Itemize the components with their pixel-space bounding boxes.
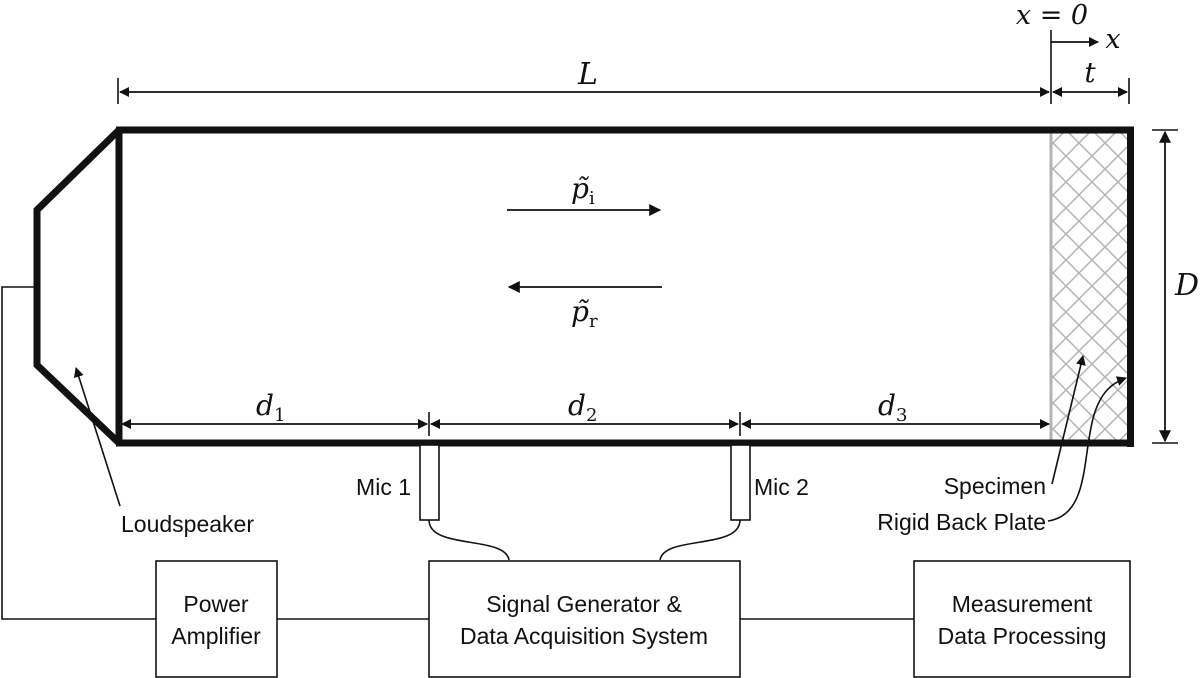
diameter-dimension: D: [1152, 129, 1199, 444]
svg-text:d3: d3: [878, 389, 907, 426]
d2-label: d: [568, 389, 586, 422]
back-plate-callout: Rigid Back Plate: [877, 376, 1127, 535]
diameter-label: D: [1174, 268, 1199, 303]
mic-2: Mic 2: [730, 444, 809, 521]
mic-1-label: Mic 1: [356, 474, 411, 500]
signal-generator-block: Signal Generator & Data Acquisition Syst…: [428, 560, 741, 678]
mic-2-label: Mic 2: [754, 474, 809, 500]
x-origin-label: x = 0: [1016, 0, 1088, 31]
x-axis-label: x: [1105, 24, 1120, 55]
reflected-subscript: r: [589, 311, 598, 332]
impedance-tube: [116, 126, 1134, 447]
svg-text:d2: d2: [568, 389, 597, 426]
microphone-spacing-dimensions: d1 d2 d3: [121, 389, 1050, 436]
svg-text:p̃r: p̃r: [571, 295, 598, 332]
power-amplifier-line-2: Amplifier: [171, 623, 261, 649]
power-amplifier-line-1: Power: [183, 591, 249, 617]
specimen-callout: Specimen: [944, 355, 1086, 499]
power-amplifier-block: Power Amplifier: [155, 560, 278, 678]
back-plate-label: Rigid Back Plate: [877, 509, 1046, 535]
svg-text:d1: d1: [256, 389, 285, 426]
loudspeaker-label: Loudspeaker: [121, 511, 254, 537]
measurement-line-2: Data Processing: [938, 623, 1107, 649]
mic-1-cable: [428, 519, 510, 561]
measurement-line-1: Measurement: [952, 591, 1093, 617]
x-axis-origin: x = 0 x: [1016, 0, 1121, 55]
length-label: L: [577, 57, 598, 92]
svg-text:p̃i: p̃i: [571, 172, 595, 209]
specimen: [1049, 133, 1128, 441]
measurement-block: Measurement Data Processing: [913, 560, 1131, 678]
d3-label: d: [878, 389, 896, 422]
signal-generator-line-1: Signal Generator &: [486, 591, 682, 617]
incident-subscript: i: [589, 188, 595, 209]
loudspeaker-callout: Loudspeaker: [73, 367, 254, 537]
length-dimension: L t: [117, 30, 1130, 104]
specimen-label: Specimen: [944, 473, 1046, 499]
signal-wiring: [1, 286, 914, 620]
reflected-wave: p̃r: [507, 281, 662, 332]
d1-label: d: [256, 389, 274, 422]
mic-1: Mic 1: [356, 444, 440, 521]
reflected-pressure-label: p̃: [571, 295, 590, 328]
loudspeaker: [33, 127, 123, 446]
incident-pressure-label: p̃: [571, 172, 590, 205]
mic-2-cable: [659, 519, 741, 561]
thickness-label: t: [1084, 56, 1096, 89]
incident-wave: p̃i: [507, 172, 662, 216]
signal-generator-line-2: Data Acquisition System: [460, 623, 708, 649]
